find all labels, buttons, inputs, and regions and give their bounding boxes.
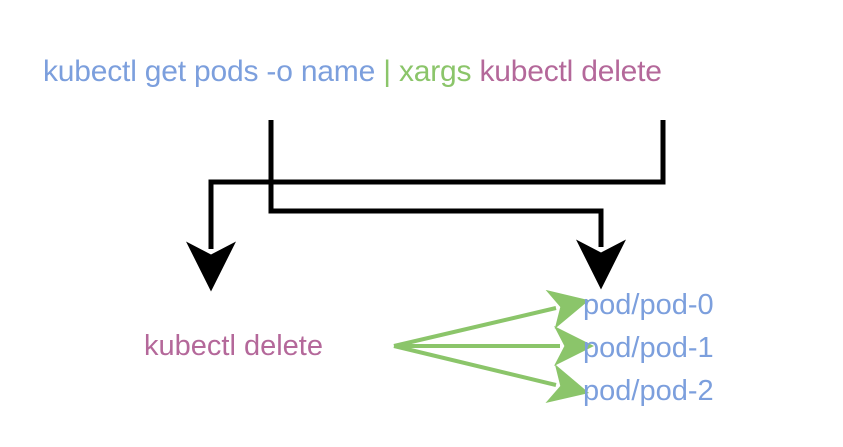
connector-consumer-to-left-arrow [186, 120, 666, 292]
resolved-consumer-command: kubectl delete [144, 330, 323, 362]
command-segment-consumer: kubectl delete [479, 55, 662, 88]
fan-arrow-pod-0 [393, 289, 590, 348]
command-segment-pipe-xargs: | xargs [383, 55, 480, 88]
pod-argument-1: pod/pod-1 [583, 332, 714, 364]
fan-arrow-pod-2 [393, 344, 590, 404]
command-line: kubectl get pods -o name | xargs kubectl… [43, 54, 662, 90]
pod-argument-2: pod/pod-2 [583, 375, 714, 407]
connector-producer-to-right-arrow [268, 120, 626, 290]
command-segment-producer: kubectl get pods -o name [43, 55, 384, 88]
pod-argument-0: pod/pod-0 [583, 289, 714, 321]
